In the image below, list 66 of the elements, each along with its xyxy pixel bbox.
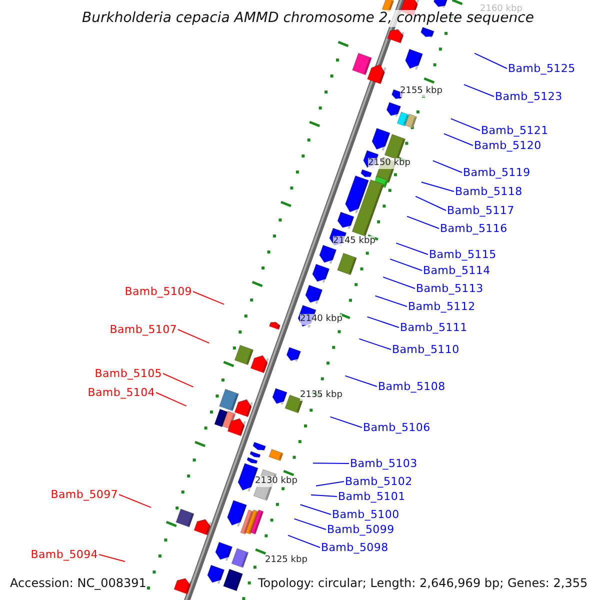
leader-line — [330, 416, 362, 428]
leader-line — [288, 534, 320, 548]
gene-label: Bamb_5097 — [50, 488, 118, 501]
gene-label: Bamb_5104 — [88, 386, 155, 399]
leader-line — [358, 338, 392, 350]
gene-label: Bamb_5111 — [400, 321, 468, 334]
gene-label: Bamb_5114 — [423, 264, 490, 277]
leader-line — [382, 276, 416, 289]
gene-label: Bamb_5119 — [463, 166, 530, 179]
sequence-info: Topology: circular; Length: 2,646,969 bp; Genes: 2,355 — [258, 575, 588, 591]
gene-label: Bamb_5102 — [345, 475, 412, 488]
gene-label: Bamb_5100 — [332, 508, 400, 521]
scale-label: 2130 kbp — [255, 476, 298, 487]
leader-line — [192, 291, 225, 305]
leader-line — [156, 392, 187, 406]
accession-label: Accession: NC_008391 — [10, 575, 146, 591]
leader-line — [312, 462, 350, 464]
leader-line — [474, 52, 508, 69]
scale-label: 2150 kbp — [368, 158, 410, 169]
leader-line — [178, 329, 210, 344]
gene-label: Bamb_5108 — [378, 380, 446, 393]
leader-line — [316, 481, 344, 486]
scale-label: 2140 kbp — [300, 314, 342, 325]
gene-label: Bamb_5110 — [392, 343, 460, 356]
leader-line — [374, 295, 408, 307]
gene-label: Bamb_5112 — [408, 300, 476, 313]
gene-label: Bamb_5113 — [416, 282, 484, 295]
leader-line — [420, 182, 454, 192]
scale-label: 2155 kbp — [400, 86, 442, 97]
gene-label: Bamb_5121 — [481, 124, 548, 137]
leader-line — [294, 518, 326, 530]
gene-label: Bamb_5123 — [495, 90, 562, 103]
scale-label: 2135 kbp — [300, 390, 342, 401]
leader-line — [463, 84, 494, 97]
gene-label: Bamb_5103 — [350, 457, 418, 470]
leader-line — [344, 375, 378, 387]
leader-line — [406, 216, 440, 229]
leader-line — [118, 494, 152, 508]
gene-label: Bamb_5125 — [508, 62, 576, 75]
leader-line — [443, 133, 474, 146]
leader-line — [450, 118, 480, 131]
leader-line — [396, 242, 428, 255]
leader-line — [415, 196, 446, 211]
leader-line — [310, 494, 338, 497]
scale-label: 2125 kbp — [265, 555, 308, 566]
gene-label: Bamb_5106 — [363, 421, 430, 434]
leader-line — [162, 373, 194, 388]
gene-label: Bamb_5107 — [110, 323, 177, 336]
gene-label: Bamb_5094 — [30, 548, 98, 561]
gene-label: Bamb_5098 — [321, 541, 388, 554]
gene-label: Bamb_5120 — [474, 139, 542, 152]
scale-label: 2160 kbp — [480, 4, 522, 15]
gene-label: Bamb_5101 — [338, 490, 406, 503]
gene-label: Bamb_5118 — [455, 185, 522, 198]
leader-line — [98, 554, 126, 562]
leader-line — [432, 160, 462, 173]
gene-label: Bamb_5115 — [429, 248, 496, 261]
leader-line — [366, 316, 400, 328]
gene-label: Bamb_5099 — [327, 523, 394, 536]
scale-label: 2145 kbp — [333, 236, 376, 247]
gene-label: Bamb_5116 — [440, 222, 508, 235]
gene-label: Bamb_5109 — [124, 285, 192, 298]
leader-line — [390, 258, 422, 271]
gene-label: Bamb_5105 — [94, 367, 162, 380]
gene-label: Bamb_5117 — [447, 204, 514, 217]
leader-line — [300, 504, 332, 515]
